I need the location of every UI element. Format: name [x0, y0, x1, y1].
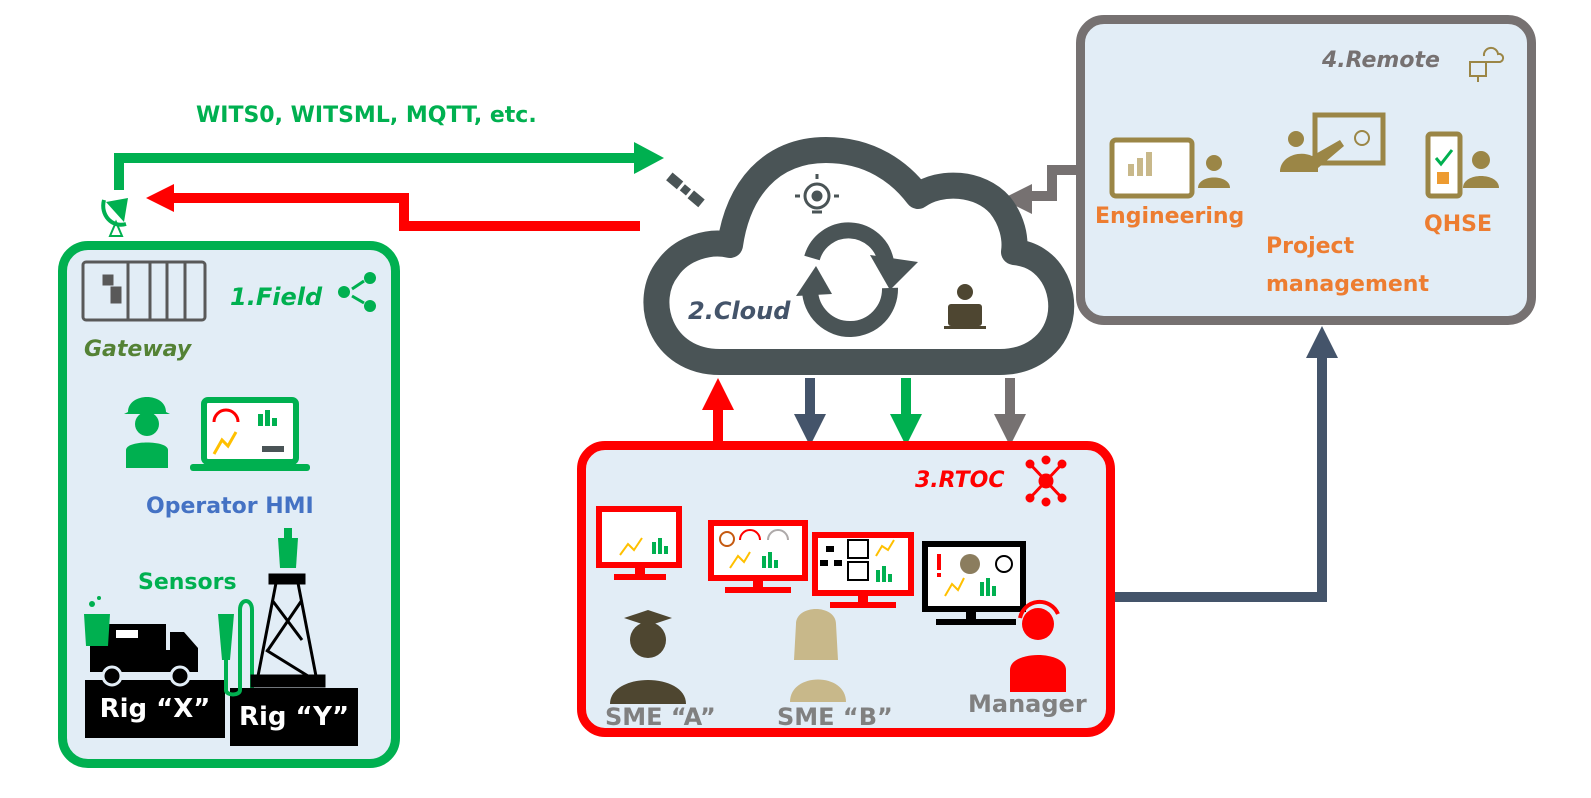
manager-label: Manager [968, 690, 1087, 718]
protocols-label: WITS0, WITSML, MQTT, etc. [196, 103, 537, 128]
remote-to-cloud-arrow [1002, 165, 1080, 214]
qhse-person-icon [1463, 151, 1499, 188]
probe-sensor-icon [218, 599, 254, 697]
engineering-tablet-icon [1109, 137, 1195, 199]
monitor-1-icon [596, 506, 682, 580]
gateway-label: Gateway [84, 337, 192, 362]
sme-a-graduate-icon [610, 610, 686, 704]
cloud-to-rtoc-arrow-navy [794, 378, 826, 446]
share-network-icon [338, 272, 376, 312]
laptop-dashboard-icon [190, 397, 310, 471]
sme-b-woman-icon [790, 609, 846, 702]
presentation-target-icon [1280, 112, 1386, 172]
cloud-title: 2.Cloud [688, 297, 791, 325]
monitor-2-icon [708, 520, 808, 593]
qhse-label: QHSE [1424, 212, 1492, 237]
plc-gateway-icon [81, 260, 207, 322]
rtoc-title: 3.RTOC [915, 468, 1005, 493]
satellite-dish-icon [101, 198, 128, 237]
sync-arrows-icon [796, 222, 918, 337]
monitor-3-icon [812, 532, 914, 608]
drilling-rig-icon [250, 528, 326, 688]
qhse-phone-icon [1425, 131, 1463, 199]
project-label-line1: Project [1266, 234, 1355, 259]
operator-hmi-label: Operator HMI [146, 494, 314, 519]
cloud-to-rtoc-arrow-green [890, 378, 922, 446]
engineering-label: Engineering [1095, 204, 1245, 229]
sme-a-label: SME “A” [605, 703, 716, 731]
monitor-4-icon [922, 541, 1026, 625]
field-title: 1.Field [230, 283, 323, 311]
beaker-sensor-icon [84, 596, 110, 646]
rig-x-label: Rig “X” [85, 680, 225, 738]
sme-b-label: SME “B” [777, 703, 893, 731]
developer-laptop-icon [944, 284, 986, 329]
hub-network-icon [1025, 455, 1067, 507]
remote-title: 4.Remote [1322, 48, 1440, 73]
rtoc-to-cloud-arrow [702, 378, 734, 443]
rig-y-label: Rig “Y” [230, 688, 358, 746]
cloud-to-rtoc-arrow-grey [994, 378, 1026, 446]
uplink-arrow-green [114, 142, 664, 190]
lightbulb-gear-icon [795, 174, 839, 214]
hard-hat-worker-icon [124, 397, 170, 468]
manager-headset-icon [1010, 599, 1066, 692]
truck-icon [90, 624, 198, 687]
downlink-arrow-red [146, 184, 640, 231]
project-label-line2: management [1266, 272, 1429, 297]
engineering-person-icon [1198, 155, 1230, 188]
rtoc-to-remote-arrow [1112, 326, 1338, 602]
cloud-desktop-sync-icon [1469, 46, 1505, 82]
project-management-label: Project management [1266, 228, 1429, 304]
sensors-label: Sensors [138, 570, 237, 595]
satellite-icon [666, 172, 705, 208]
